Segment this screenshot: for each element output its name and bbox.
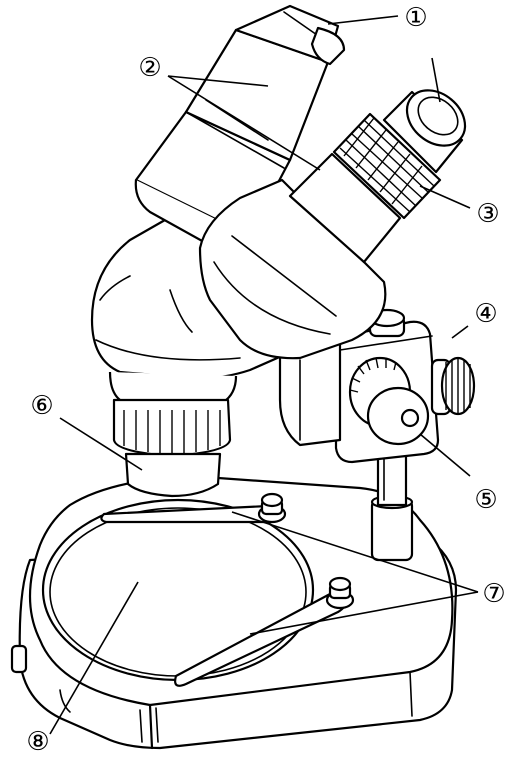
- stage-clip-back: [100, 492, 287, 524]
- focus-block: [334, 308, 476, 464]
- label-8: ⑧: [26, 727, 49, 757]
- label-7: ⑦: [482, 579, 505, 609]
- label-2: ②: [138, 53, 161, 83]
- label-4: ④: [474, 299, 497, 329]
- right-tube: [198, 89, 467, 360]
- leader-lines: [49, 15, 479, 735]
- label-1: ①: [404, 3, 427, 33]
- label-5: ⑤: [474, 485, 497, 515]
- label-3: ③: [476, 199, 499, 229]
- part-labels: ① ② ③ ④ ⑤ ⑥ ⑦ ⑧: [26, 3, 505, 757]
- stage-clip-front: [174, 576, 355, 687]
- objective: [112, 398, 232, 498]
- label-6: ⑥: [30, 391, 53, 421]
